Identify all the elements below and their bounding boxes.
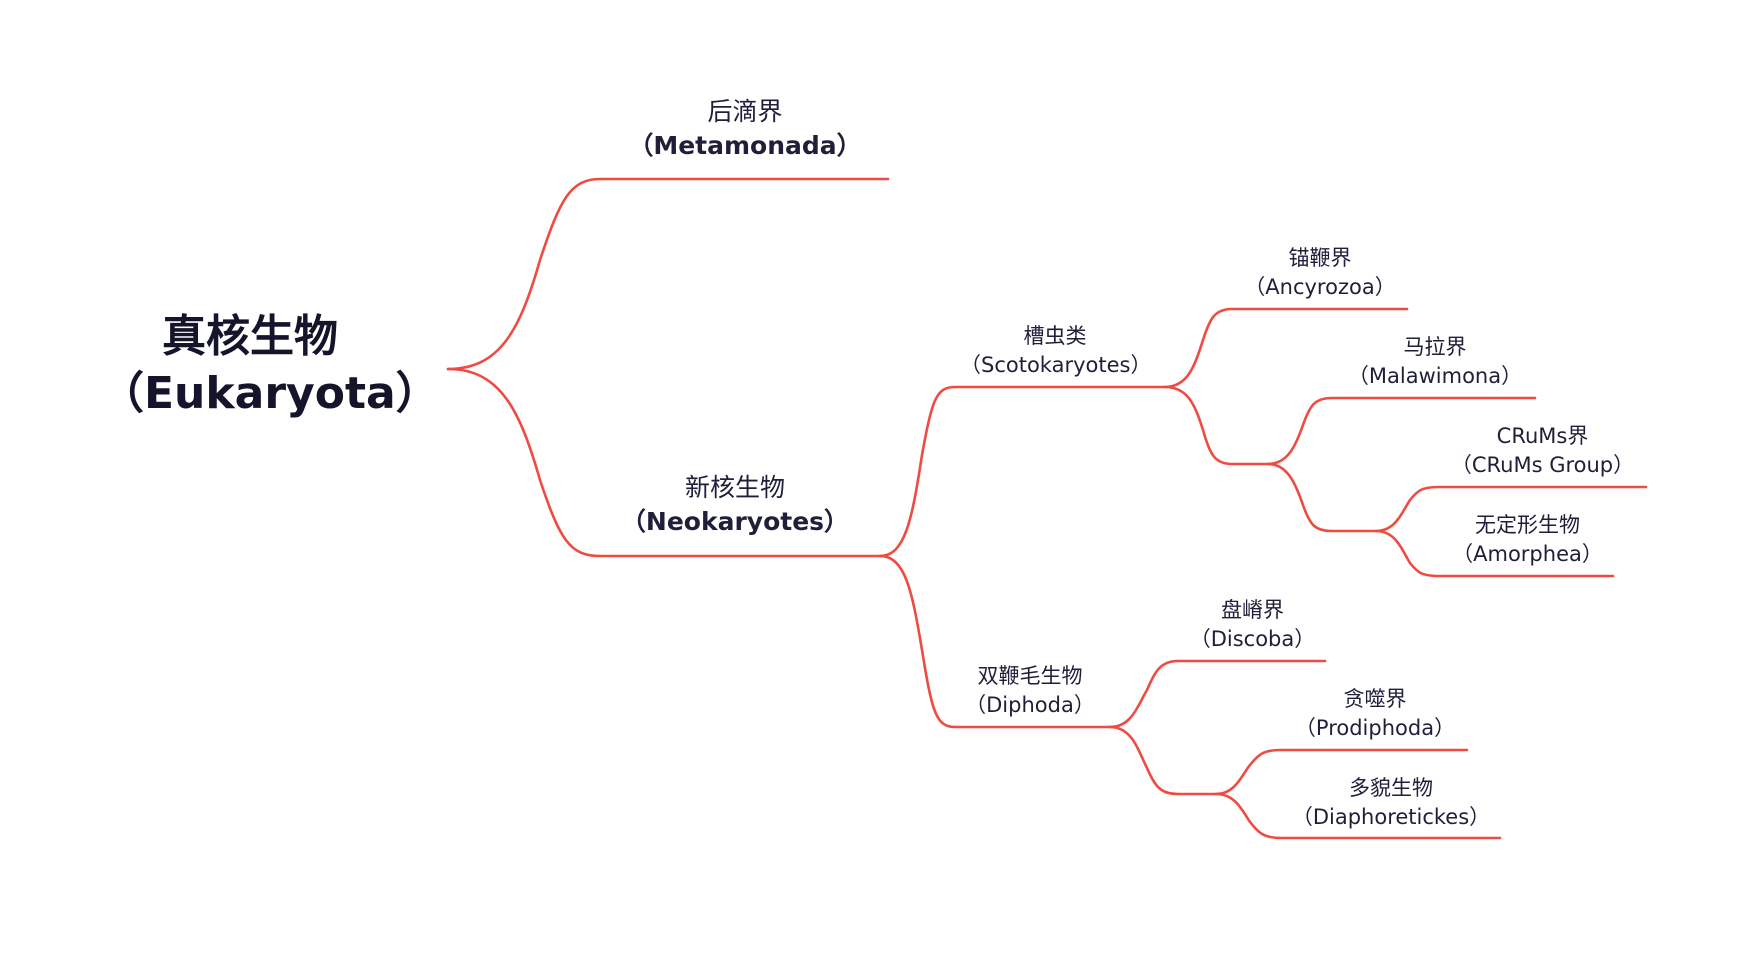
node-metamonada-zh: 后滴界 — [707, 97, 783, 126]
node-discoba-zh: 盘嵴界 — [1221, 598, 1284, 622]
edge-root-neokaryotes — [446, 367, 882, 558]
node-metamonada[interactable]: 后滴界 （Metamonada） — [620, 95, 870, 163]
node-crums-zh: CRuMs界 — [1496, 424, 1589, 448]
node-prodiphoda-en: （Prodiphoda） — [1294, 715, 1456, 740]
node-neokaryotes-zh: 新核生物 — [684, 473, 785, 502]
node-malawimona-en: （Malawimona） — [1347, 363, 1523, 388]
edge-sub-malawimona — [1266, 396, 1537, 466]
edge-sub2-crums — [1374, 485, 1648, 533]
node-ancyrozoa-en: （Ancyrozoa） — [1244, 274, 1396, 299]
node-diaphoretickes-en: （Diaphoretickes） — [1291, 804, 1491, 829]
node-scotokaryotes[interactable]: 槽虫类 （Scotokaryotes） — [960, 322, 1152, 379]
edge-scotokaryotes-sub — [1163, 385, 1270, 466]
node-diphoda[interactable]: 双鞭毛生物 （Diphoda） — [955, 662, 1105, 719]
node-ancyrozoa[interactable]: 锚鞭界 （Ancyrozoa） — [1240, 244, 1400, 301]
node-diphoda-zh: 双鞭毛生物 — [977, 664, 1083, 688]
node-eukaryota-en: （Eukaryota） — [100, 368, 440, 420]
node-prodiphoda[interactable]: 贪噬界 （Prodiphoda） — [1285, 685, 1465, 742]
node-neokaryotes[interactable]: 新核生物 （Neokaryotes） — [610, 471, 860, 539]
node-diaphoretickes[interactable]: 多貌生物 （Diaphoretickes） — [1285, 774, 1497, 831]
node-crums[interactable]: CRuMs界 （CRuMs Group） — [1445, 422, 1640, 479]
node-amorphea-en: （Amorphea） — [1452, 541, 1603, 566]
node-amorphea[interactable]: 无定形生物 （Amorphea） — [1445, 511, 1610, 568]
node-ancyrozoa-zh: 锚鞭界 — [1288, 246, 1352, 270]
edge-sub3-prodiphoda — [1214, 748, 1469, 796]
node-prodiphoda-zh: 贪噬界 — [1343, 687, 1407, 711]
node-malawimona[interactable]: 马拉界 （Malawimona） — [1340, 333, 1530, 390]
node-crums-en: （CRuMs Group） — [1450, 452, 1635, 477]
node-metamonada-en: （Metamonada） — [628, 131, 862, 160]
node-eukaryota[interactable]: 真核生物 （Eukaryota） — [100, 308, 440, 422]
node-scotokaryotes-en: （Scotokaryotes） — [960, 352, 1152, 377]
node-discoba[interactable]: 盘嵴界 （Discoba） — [1180, 596, 1325, 653]
node-diaphoretickes-zh: 多貌生物 — [1349, 776, 1433, 800]
node-scotokaryotes-zh: 槽虫类 — [1023, 324, 1087, 348]
node-discoba-en: （Discoba） — [1189, 626, 1316, 651]
edge-sub-sub2 — [1266, 462, 1378, 533]
edge-sub3-diaphoretickes — [1214, 792, 1502, 840]
node-diphoda-en: （Diphoda） — [965, 692, 1095, 717]
edge-scotokaryotes-ancyrozoa — [1163, 307, 1409, 389]
edge-diphoda-sub3 — [1108, 725, 1218, 796]
node-malawimona-zh: 马拉界 — [1403, 335, 1467, 359]
node-amorphea-zh: 无定形生物 — [1475, 513, 1580, 537]
edge-neokaryotes-diphoda — [878, 554, 1112, 729]
node-neokaryotes-en: （Neokaryotes） — [620, 507, 850, 536]
edge-root-metamonada — [446, 177, 890, 371]
edge-neokaryotes-scotokaryotes — [878, 385, 1167, 558]
edge-sub2-amorphea — [1374, 529, 1615, 578]
node-eukaryota-zh: 真核生物 — [162, 311, 338, 362]
edge-diphoda-discoba — [1108, 659, 1327, 729]
